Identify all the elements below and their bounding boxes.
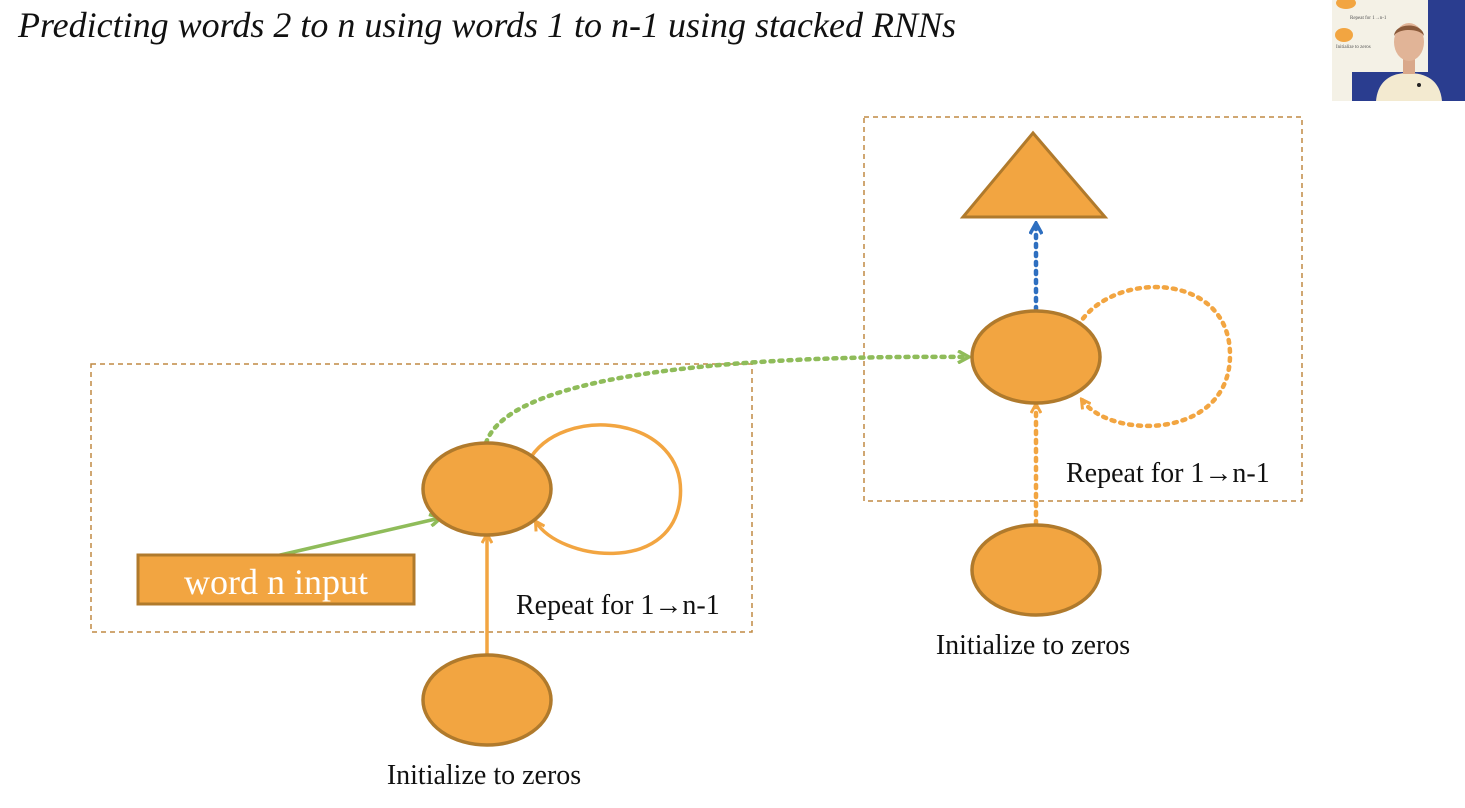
lower-hidden-node: [421, 441, 553, 537]
upper-hidden-node: [970, 309, 1102, 405]
input-arrow: [275, 518, 440, 558]
upper-recurrent-loop: [1075, 284, 1233, 429]
lower-initial-state-node: [421, 653, 553, 747]
slide-title: Predicting words 2 to n using words 1 to…: [18, 5, 957, 45]
word-input-box: [136, 553, 416, 606]
lower-repeat-label: Repeat for 1→n-1: [516, 590, 720, 621]
upper-layer-box: [863, 116, 1303, 502]
presenter-video-frame: Repeat for 1→n-1 Initialize to zeros: [1332, 0, 1465, 101]
thumb-text-init: Initialize to zeros: [1336, 45, 1371, 50]
upper-initial-state-node: [970, 523, 1102, 617]
upper-repeat-label: Repeat for 1→n-1: [1066, 458, 1270, 489]
lower-recurrent-loop: [526, 423, 683, 556]
lower-init-label: Initialize to zeros: [387, 760, 581, 791]
word-input-label: word n input: [184, 562, 368, 602]
output-triangle: [959, 130, 1109, 219]
lower-layer-box: [90, 363, 753, 633]
thumb-text-repeat: Repeat for 1→n-1: [1350, 16, 1387, 21]
layer-connection-arrow: [483, 357, 968, 446]
upper-init-label: Initialize to zeros: [936, 630, 1130, 661]
presenter-webcam: Repeat for 1→n-1 Initialize to zeros: [1332, 0, 1465, 101]
